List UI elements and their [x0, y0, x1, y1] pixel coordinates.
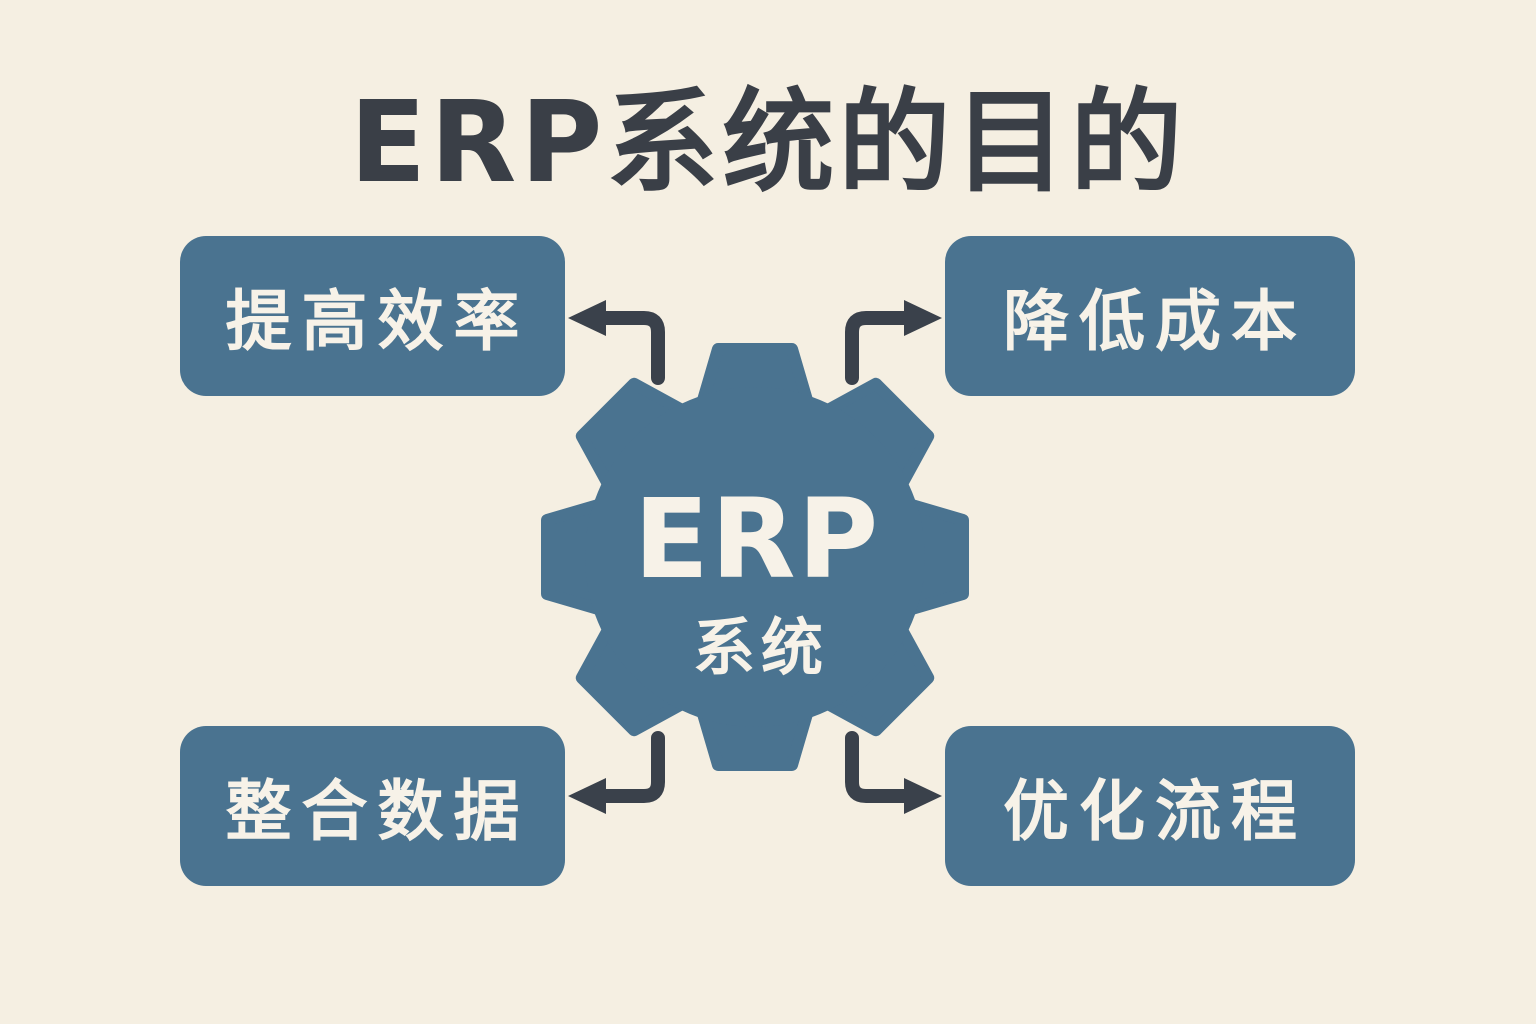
box-improve-efficiency-label: 提高效率 — [225, 283, 530, 360]
box-integrate-data: 整合数据 — [180, 726, 565, 886]
box-improve-efficiency: 提高效率 — [180, 236, 565, 396]
gear-primary-label: ERP — [634, 475, 880, 603]
page-title: ERP系统的目的 — [349, 78, 1187, 208]
box-integrate-data-label: 整合数据 — [225, 773, 530, 850]
box-optimize-processes-label: 优化流程 — [1003, 773, 1307, 850]
gear-secondary-label: 系统 — [693, 611, 829, 684]
box-reduce-costs: 降低成本 — [945, 236, 1355, 396]
gear-icon: ERP 系统 — [541, 343, 969, 771]
box-reduce-costs-label: 降低成本 — [1003, 283, 1307, 360]
box-optimize-processes: 优化流程 — [945, 726, 1355, 886]
